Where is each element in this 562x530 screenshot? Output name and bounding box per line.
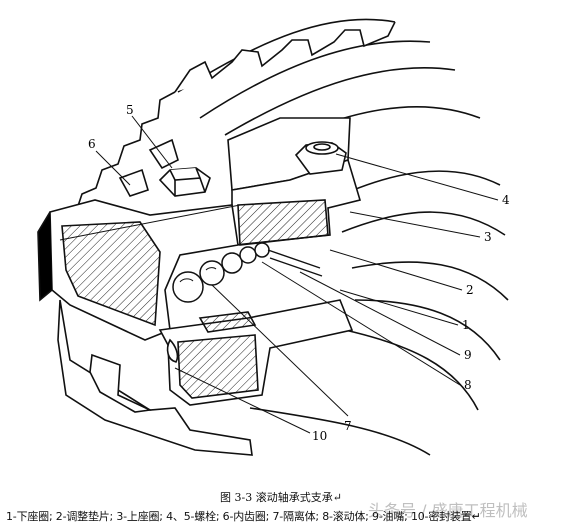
callout-7: 7 [344,419,352,433]
callout-5: 5 [126,103,134,117]
seal-and-frame [57,299,253,456]
bearing-cross-section-diagram: 5 6 4 3 2 1 9 8 7 10 [37,18,510,456]
grease-nipple [267,249,323,277]
parts-legend: 1-下座圈; 2-调整垫片; 3-上座圈; 4、5-螺栓; 6-内齿圈; 7-隔… [6,510,481,523]
callout-8: 8 [464,378,472,392]
watermark: 头条号 / 盛唐工程机械 [368,501,528,520]
callout-1: 1 [462,318,470,332]
callout-9: 9 [464,348,472,362]
bolt-5 [158,167,211,197]
upper-race-block [227,117,362,246]
figure-caption: 图 3-3 滚动轴承式支承↵ [220,491,342,504]
inner-ring-body [37,199,239,341]
lower-race-block [158,299,354,406]
rolling-balls [172,242,270,303]
callout-4: 4 [502,193,510,207]
callout-2: 2 [466,283,474,297]
callout-10: 10 [312,429,327,443]
callout-3: 3 [484,230,492,244]
bolt-4 [294,141,347,175]
leader-lines [59,115,499,434]
callout-6: 6 [88,137,96,151]
